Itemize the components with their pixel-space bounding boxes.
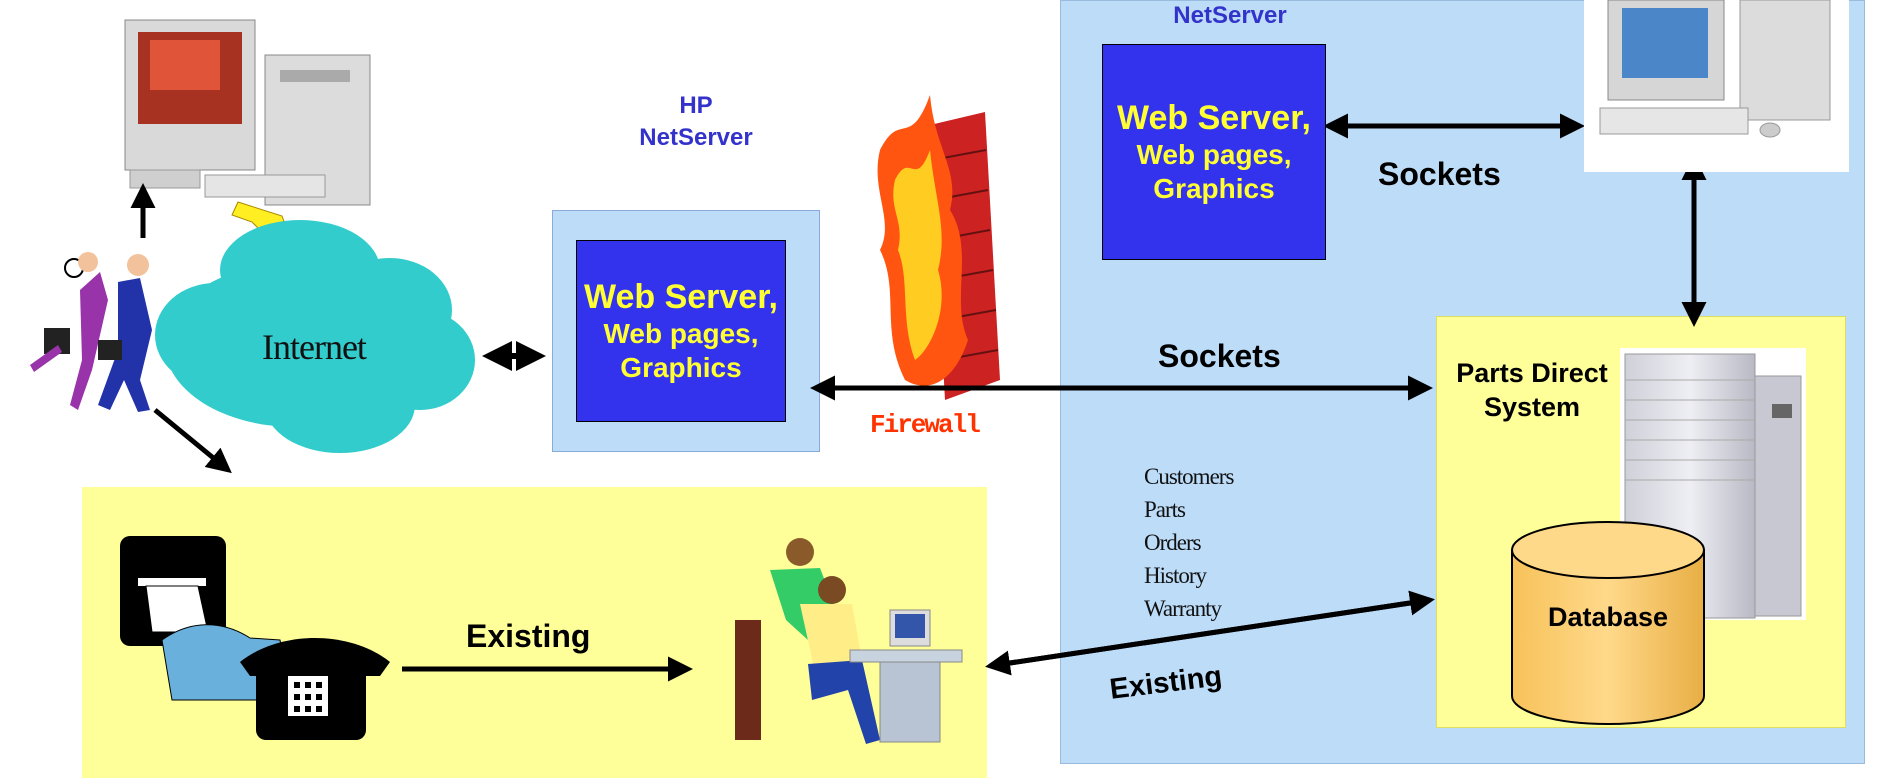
sockets-middle-label: Sockets (1158, 338, 1281, 374)
data-table-item: Parts (1144, 497, 1186, 522)
database-label: Database (1547, 602, 1669, 632)
parts-direct-label: Parts Direct System (1444, 356, 1620, 424)
netserver-right-label: NetServer (1173, 2, 1287, 29)
data-table-item: Customers (1144, 464, 1234, 489)
hp-netserver-line1: HP (679, 92, 713, 119)
parts-direct-line2: System (1483, 392, 1581, 422)
parts-direct-line1: Parts Direct (1456, 358, 1608, 388)
web-server-right-line1: Web Server, (1116, 99, 1312, 137)
firewall-icon (877, 95, 1000, 400)
internet-cloud (155, 220, 475, 453)
firewall-label: Firewall (870, 410, 981, 440)
office-workers-icon (735, 538, 963, 744)
data-table-item: History (1144, 563, 1207, 588)
existing-left-label: Existing (466, 618, 591, 654)
business-people-icon (30, 252, 152, 412)
data-tables-list: Customers Parts Orders History Warranty (1144, 460, 1234, 625)
web-server-left-line3: Graphics (620, 352, 742, 383)
web-server-right-line2: Web pages, (1136, 139, 1292, 170)
hp-netserver-label: HP NetServer (612, 90, 780, 154)
client-computer-icon (124, 19, 371, 206)
internet-label: Internet (262, 327, 367, 367)
web-server-left-line1: Web Server, (583, 278, 779, 316)
admin-computer-icon (1584, 0, 1849, 172)
hp-netserver-line2: NetServer (639, 124, 753, 151)
web-server-right-line3: Graphics (1153, 173, 1275, 204)
data-table-item: Orders (1144, 530, 1202, 555)
data-table-item: Warranty (1144, 596, 1222, 621)
web-server-left: Web Server, Web pages, Graphics (576, 240, 786, 422)
mainframe-server-icon (1620, 348, 1806, 620)
sockets-top-label: Sockets (1378, 156, 1501, 192)
database-cylinder-icon (1511, 521, 1705, 725)
fax-phone-icon (120, 536, 390, 740)
web-server-right: Web Server, Web pages, Graphics (1102, 44, 1326, 260)
web-server-left-line2: Web pages, (603, 318, 759, 349)
